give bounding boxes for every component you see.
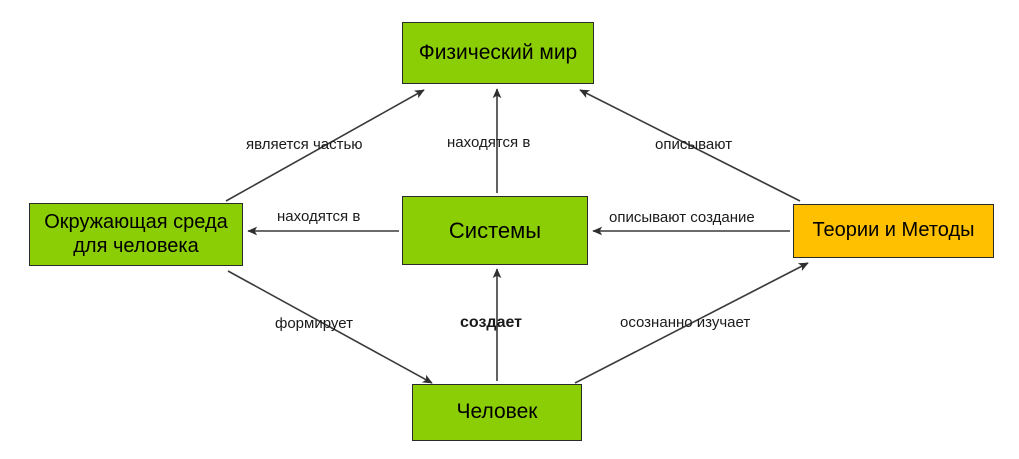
node-environment[interactable]: Окружающая среда для человека xyxy=(29,203,243,266)
edge-label-environment-to-human: формирует xyxy=(275,315,353,332)
edge-label-environment-to-physical-world: является частью xyxy=(246,136,363,153)
node-systems[interactable]: Системы xyxy=(402,196,588,265)
node-physical-world-label: Физический мир xyxy=(418,40,578,64)
edge-human-to-theories xyxy=(574,262,809,384)
edge-environment-to-physical-world xyxy=(225,89,425,202)
node-theories-methods[interactable]: Теории и Методы xyxy=(793,204,994,258)
edge-label-systems-to-environment: находятся в xyxy=(277,208,361,225)
node-human[interactable]: Человек xyxy=(412,384,582,441)
node-systems-label: Системы xyxy=(448,217,542,243)
edge-environment-to-human xyxy=(227,270,433,384)
node-theories-methods-label: Теории и Методы xyxy=(812,219,975,242)
edge-label-theories-to-physical-world: описывают xyxy=(655,136,733,153)
node-human-label: Человек xyxy=(456,400,538,424)
edge-label-systems-to-physical-world: находятся в xyxy=(447,134,531,151)
edge-theories-to-physical-world xyxy=(579,89,801,202)
edge-label-theories-to-systems: описывают создание xyxy=(609,209,755,226)
edge-label-human-to-theories: осознанно изучает xyxy=(620,314,751,331)
node-physical-world[interactable]: Физический мир xyxy=(402,22,594,84)
node-environment-label: Окружающая среда для человека xyxy=(44,210,228,257)
edge-label-human-to-systems: создает xyxy=(460,314,522,331)
